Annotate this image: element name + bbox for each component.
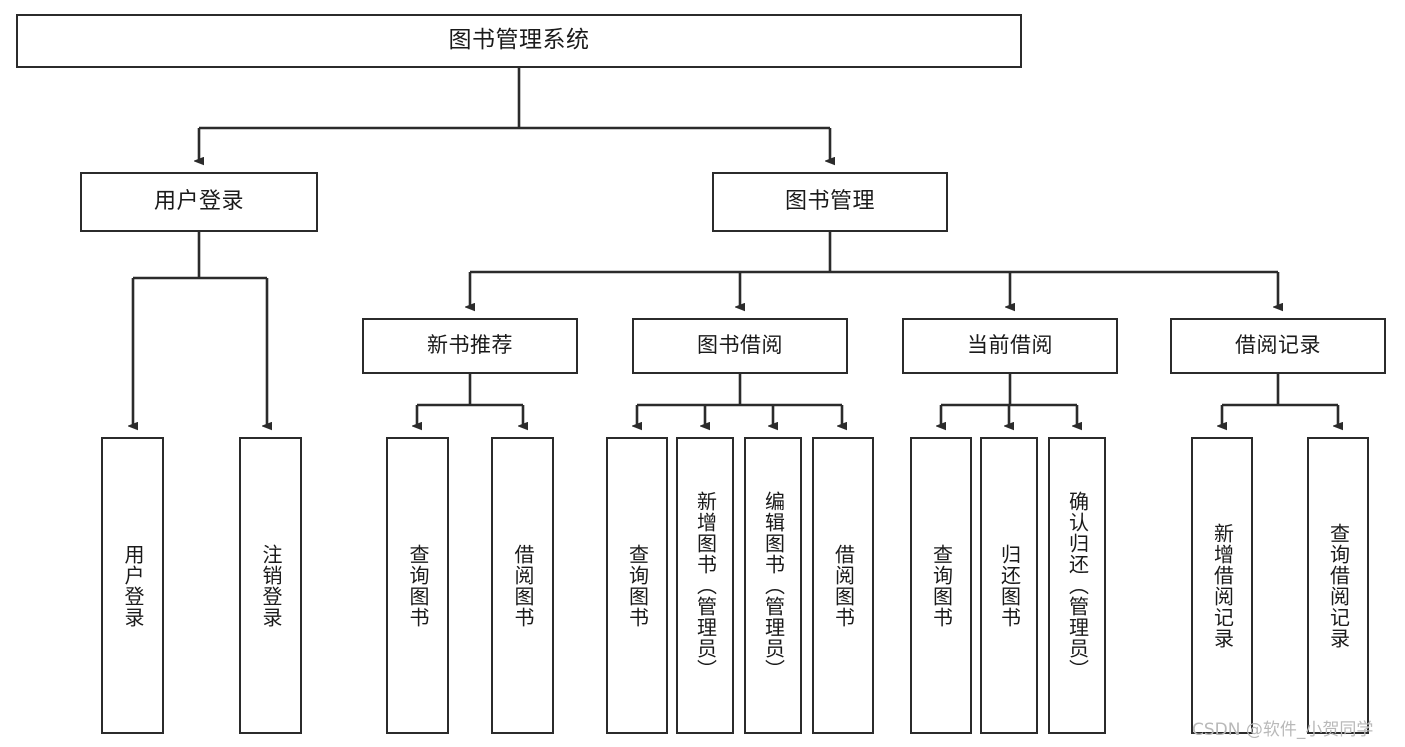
node-leaf-borrow-book-1[interactable]: 借阅图书 bbox=[491, 437, 554, 734]
node-user-login-label: 用户登录 bbox=[153, 188, 244, 214]
node-leaf-query-record-label: 查询借阅记录 bbox=[1326, 522, 1351, 649]
node-leaf-borrow-book-2-label: 借阅图书 bbox=[831, 543, 856, 628]
node-leaf-borrow-book-1-label: 借阅图书 bbox=[511, 543, 535, 628]
node-leaf-borrow-book-2[interactable]: 借阅图书 bbox=[812, 437, 874, 734]
node-leaf-add-record[interactable]: 新增借阅记录 bbox=[1191, 437, 1253, 734]
node-leaf-query-book-1[interactable]: 查询图书 bbox=[386, 437, 449, 734]
node-book-manage[interactable]: 图书管理 bbox=[712, 172, 948, 232]
node-book-borrow[interactable]: 图书借阅 bbox=[632, 318, 848, 374]
node-leaf-user-login[interactable]: 用户登录 bbox=[101, 437, 164, 734]
node-borrow-record[interactable]: 借阅记录 bbox=[1170, 318, 1386, 374]
node-leaf-query-book-1-label: 查询图书 bbox=[406, 543, 430, 628]
node-leaf-query-book-3-label: 查询图书 bbox=[929, 543, 954, 628]
node-leaf-add-record-label: 新增借阅记录 bbox=[1210, 522, 1235, 649]
node-borrow-record-label: 借阅记录 bbox=[1235, 333, 1321, 358]
node-leaf-query-record[interactable]: 查询借阅记录 bbox=[1307, 437, 1369, 734]
node-leaf-query-book-2[interactable]: 查询图书 bbox=[606, 437, 668, 734]
node-book-borrow-label: 图书借阅 bbox=[697, 333, 783, 358]
node-leaf-edit-book-admin[interactable]: 编辑图书（管理员） bbox=[744, 437, 802, 734]
node-leaf-query-book-2-label: 查询图书 bbox=[625, 543, 650, 628]
node-leaf-add-book-admin-label: 新增图书（管理员） bbox=[693, 491, 718, 680]
node-leaf-confirm-return-admin[interactable]: 确认归还（管理员） bbox=[1048, 437, 1106, 734]
node-current-borrow[interactable]: 当前借阅 bbox=[902, 318, 1118, 374]
node-leaf-logout[interactable]: 注销登录 bbox=[239, 437, 302, 734]
node-leaf-return-book[interactable]: 归还图书 bbox=[980, 437, 1038, 734]
node-new-book-rec-label: 新书推荐 bbox=[427, 333, 513, 358]
node-leaf-edit-book-admin-label: 编辑图书（管理员） bbox=[761, 491, 786, 680]
node-leaf-user-login-label: 用户登录 bbox=[121, 543, 145, 628]
node-leaf-logout-label: 注销登录 bbox=[259, 543, 283, 628]
node-book-manage-label: 图书管理 bbox=[784, 188, 875, 214]
node-leaf-query-book-3[interactable]: 查询图书 bbox=[910, 437, 972, 734]
node-leaf-add-book-admin[interactable]: 新增图书（管理员） bbox=[676, 437, 734, 734]
node-leaf-return-book-label: 归还图书 bbox=[997, 543, 1022, 628]
node-root[interactable]: 图书管理系统 bbox=[16, 14, 1022, 68]
node-root-label: 图书管理系统 bbox=[448, 27, 590, 54]
node-current-borrow-label: 当前借阅 bbox=[967, 333, 1053, 358]
node-leaf-confirm-return-admin-label: 确认归还（管理员） bbox=[1065, 491, 1090, 680]
node-new-book-rec[interactable]: 新书推荐 bbox=[362, 318, 578, 374]
node-user-login[interactable]: 用户登录 bbox=[80, 172, 318, 232]
